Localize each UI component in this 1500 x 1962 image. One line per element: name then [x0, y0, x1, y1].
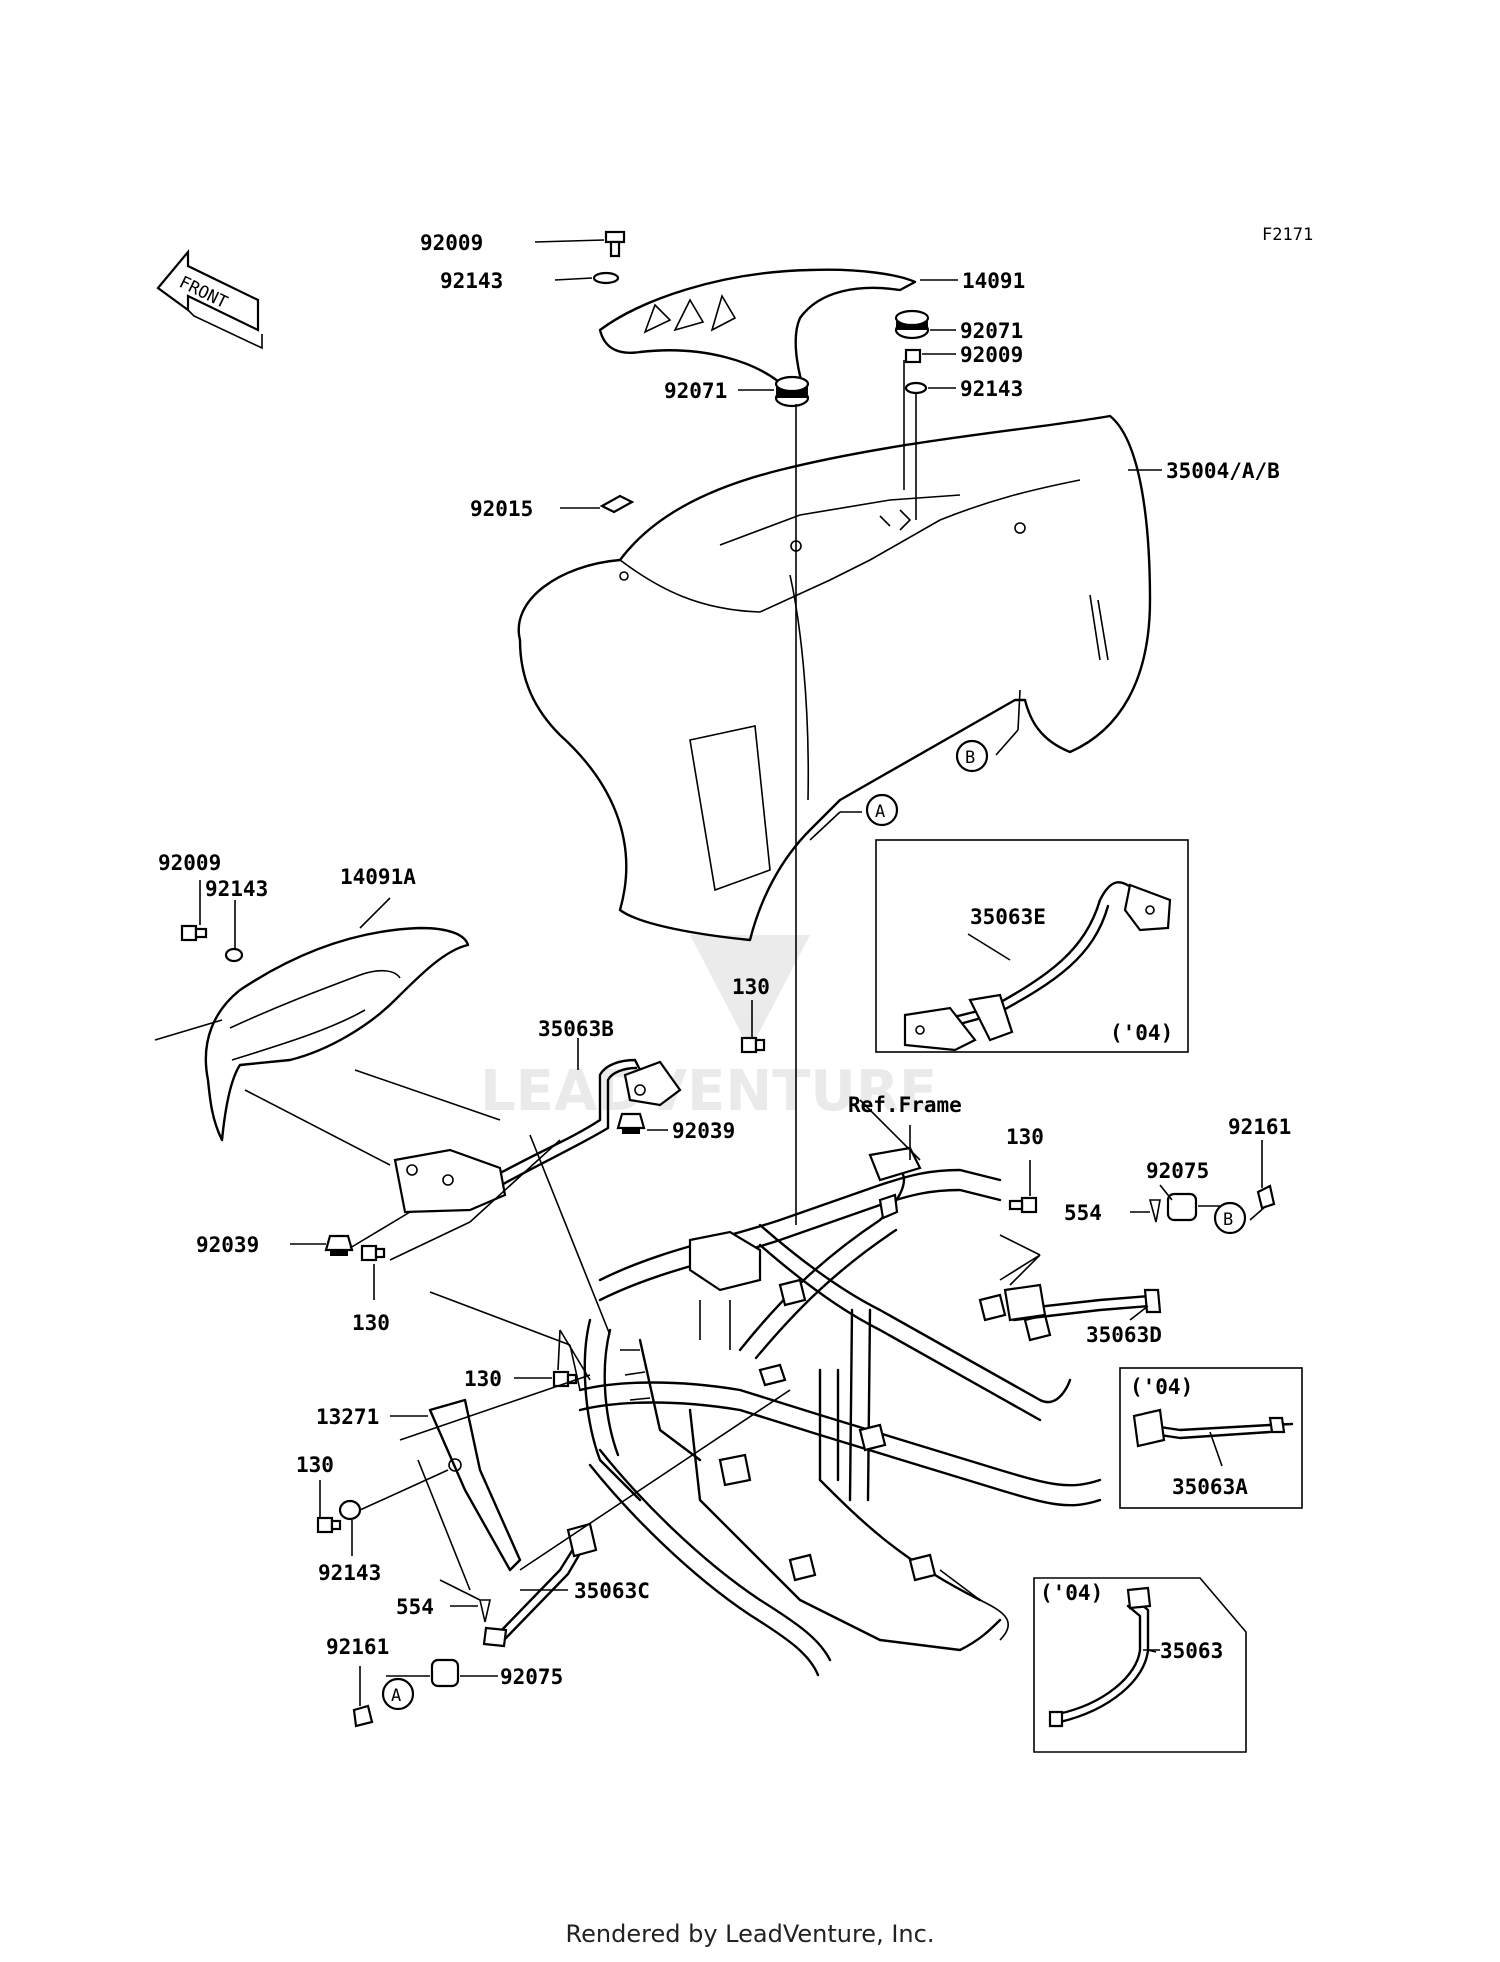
pin-554-left [478, 1599, 492, 1623]
label-35063C: 35063C [574, 1579, 650, 1603]
label-92039-a: 92039 [672, 1119, 735, 1143]
label-92143-bottom: 92143 [318, 1561, 381, 1585]
inset-35063 [1033, 1577, 1247, 1753]
label-35063B: 35063B [538, 1017, 614, 1041]
figure-code: F2171 [1262, 225, 1313, 245]
label-92161-left: 92161 [326, 1635, 389, 1659]
label-35004: 35004/A/B [1166, 459, 1280, 483]
inset-35063E [875, 839, 1189, 1053]
label-130-a: 130 [732, 975, 770, 999]
callout-b-right: B [1213, 1201, 1247, 1235]
label-92143-left: 92143 [205, 877, 268, 901]
label-ref-frame: Ref.Frame [848, 1093, 962, 1117]
washer-92143-right [904, 381, 928, 395]
bolt-130-right [1008, 1196, 1038, 1214]
clip-92039-b [324, 1234, 354, 1256]
grommet-92075-right [1166, 1192, 1198, 1222]
bolt-130-b-left [360, 1244, 386, 1262]
grommet-92071-left [774, 375, 810, 408]
front-arrow-icon: FRONT [156, 248, 263, 350]
label-130-c: 130 [352, 1311, 390, 1335]
washer-92143-top [592, 271, 620, 285]
label-14091: 14091 [962, 269, 1025, 293]
grommet-92075-left [430, 1658, 460, 1688]
leader-lines [154, 239, 1267, 1706]
label-13271: 13271 [316, 1405, 379, 1429]
label-92143-right: 92143 [960, 377, 1023, 401]
bolt-130-c [552, 1370, 578, 1388]
bolt-92009-left [180, 924, 208, 942]
svg-text:LEADVENTURE: LEADVENTURE [480, 1059, 937, 1124]
grommet-92071-right [894, 309, 930, 340]
cover-14091 [598, 268, 917, 394]
label-35063E: 35063E [970, 905, 1046, 929]
bolt-130-a [740, 1036, 766, 1054]
label-130-e: 130 [296, 1453, 334, 1477]
label-130-b: 130 [1006, 1125, 1044, 1149]
clip-92039-a [616, 1112, 646, 1134]
fender-35004 [517, 414, 1152, 942]
label-92009-right: 92009 [960, 343, 1023, 367]
label-554-left: 554 [396, 1595, 434, 1619]
callout-b-fender: B [955, 739, 989, 773]
svg-text:A: A [875, 802, 885, 822]
inset-35063A [1119, 1367, 1303, 1509]
label-35063A: 35063A [1172, 1475, 1248, 1499]
watermark: LEADVENTURE [480, 935, 937, 1124]
footer-credit: Rendered by LeadVenture, Inc. [565, 1920, 935, 1948]
label-14091A: 14091A [340, 865, 416, 889]
bracket-35063D [1003, 1283, 1162, 1322]
label-35063: 35063 [1160, 1639, 1223, 1663]
bolt-92009-right [904, 348, 922, 364]
svg-text:A: A [391, 1686, 401, 1706]
label-554-right: 554 [1064, 1201, 1102, 1225]
washer-92143-left [224, 947, 244, 963]
label-92009-left: 92009 [158, 851, 221, 875]
clip-92161-right [1256, 1184, 1276, 1210]
bolt-130-e [316, 1516, 342, 1534]
label-92015: 92015 [470, 497, 533, 521]
bolt-92009-top [604, 230, 626, 258]
svg-text:B: B [965, 748, 975, 768]
washer-92143-bottom [338, 1499, 362, 1521]
label-92143-top: 92143 [440, 269, 503, 293]
cover-14091A [204, 926, 470, 1142]
clip-92161-left [352, 1704, 374, 1728]
label-92039-b: 92039 [196, 1233, 259, 1257]
pin-554-right [1148, 1199, 1161, 1223]
label-35063D: 35063D [1086, 1323, 1162, 1347]
label-04-a: ('04) [1130, 1375, 1193, 1399]
label-92075-left: 92075 [500, 1665, 563, 1689]
label-92071-left: 92071 [664, 379, 727, 403]
label-92009-top: 92009 [420, 231, 483, 255]
bracket-35063B [393, 1058, 682, 1214]
callout-a-fender: A [865, 793, 899, 827]
callout-a-left: A [381, 1677, 415, 1711]
label-92071-right: 92071 [960, 319, 1023, 343]
label-04-e: ('04) [1110, 1021, 1173, 1045]
label-04-plain: ('04) [1040, 1581, 1103, 1605]
clip-92015 [599, 494, 635, 514]
label-130-d: 130 [464, 1367, 502, 1391]
label-92075-right: 92075 [1146, 1159, 1209, 1183]
frame [578, 1146, 1102, 1677]
guard-13271 [428, 1398, 522, 1572]
bracket-35063C [482, 1522, 598, 1648]
svg-text:B: B [1223, 1210, 1233, 1230]
label-92161-right: 92161 [1228, 1115, 1291, 1139]
